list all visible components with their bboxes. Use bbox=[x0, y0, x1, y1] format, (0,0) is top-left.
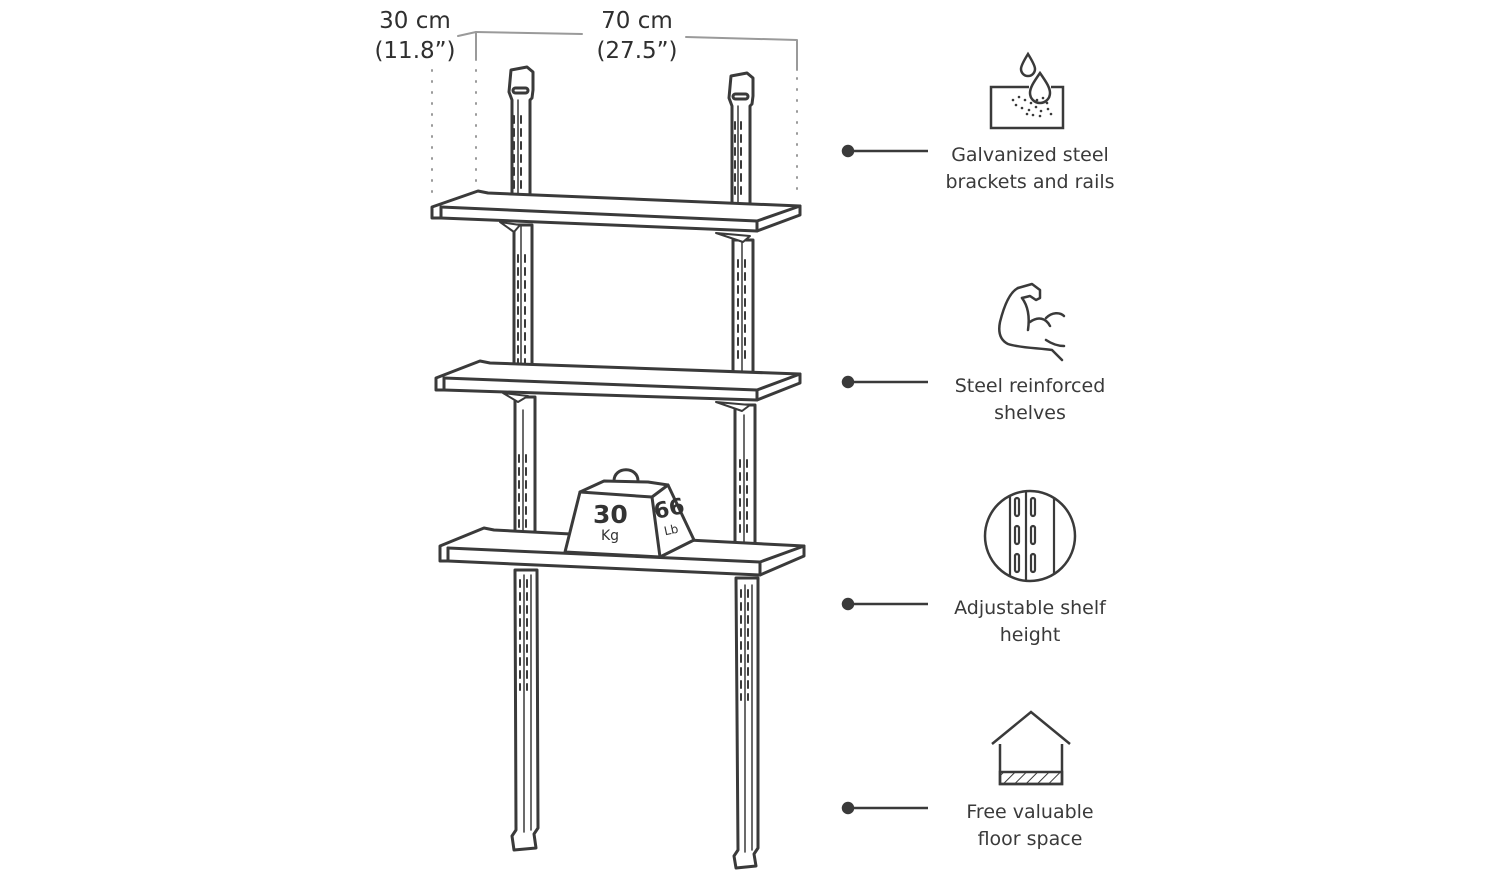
rail-slots-circle-icon bbox=[983, 489, 1077, 583]
weight-illustration bbox=[563, 468, 696, 559]
feature-line: shelves bbox=[994, 402, 1066, 424]
feature-line: floor space bbox=[977, 828, 1083, 850]
feature-line: brackets and rails bbox=[945, 171, 1115, 193]
galvanized-drop-icon bbox=[989, 51, 1065, 130]
depth-imperial: (11.8”) bbox=[374, 38, 456, 64]
weight-kg-value: 30 bbox=[593, 500, 628, 529]
shelf-top bbox=[430, 189, 802, 243]
depth-metric: 30 cm bbox=[379, 8, 451, 34]
feature-adjustable-height: Adjustable shelf height bbox=[900, 595, 1160, 649]
dotted-guides bbox=[431, 69, 798, 201]
left-rail bbox=[507, 65, 540, 852]
weight-kg-unit: Kg bbox=[601, 528, 620, 544]
flexed-arm-icon bbox=[998, 282, 1066, 362]
feature-line: Steel reinforced bbox=[954, 375, 1106, 397]
dimension-lines bbox=[457, 31, 798, 71]
width-imperial: (27.5”) bbox=[596, 38, 678, 64]
house-floor-icon bbox=[991, 710, 1071, 786]
feature-galvanized-steel: Galvanized steel brackets and rails bbox=[900, 142, 1160, 196]
feature-line: Galvanized steel bbox=[951, 144, 1109, 166]
feature-line: Free valuable bbox=[966, 801, 1094, 823]
feature-floor-space: Free valuable floor space bbox=[900, 799, 1160, 853]
feature-steel-reinforced: Steel reinforced shelves bbox=[900, 373, 1160, 427]
width-dimension-label: 70 cm (27.5”) bbox=[590, 6, 684, 66]
feature-line: height bbox=[999, 624, 1061, 646]
feature-line: Adjustable shelf bbox=[954, 597, 1106, 619]
shelf-middle bbox=[434, 359, 802, 412]
width-metric: 70 cm bbox=[601, 8, 673, 34]
right-rail bbox=[727, 71, 760, 870]
depth-dimension-label: 30 cm (11.8”) bbox=[372, 6, 458, 66]
